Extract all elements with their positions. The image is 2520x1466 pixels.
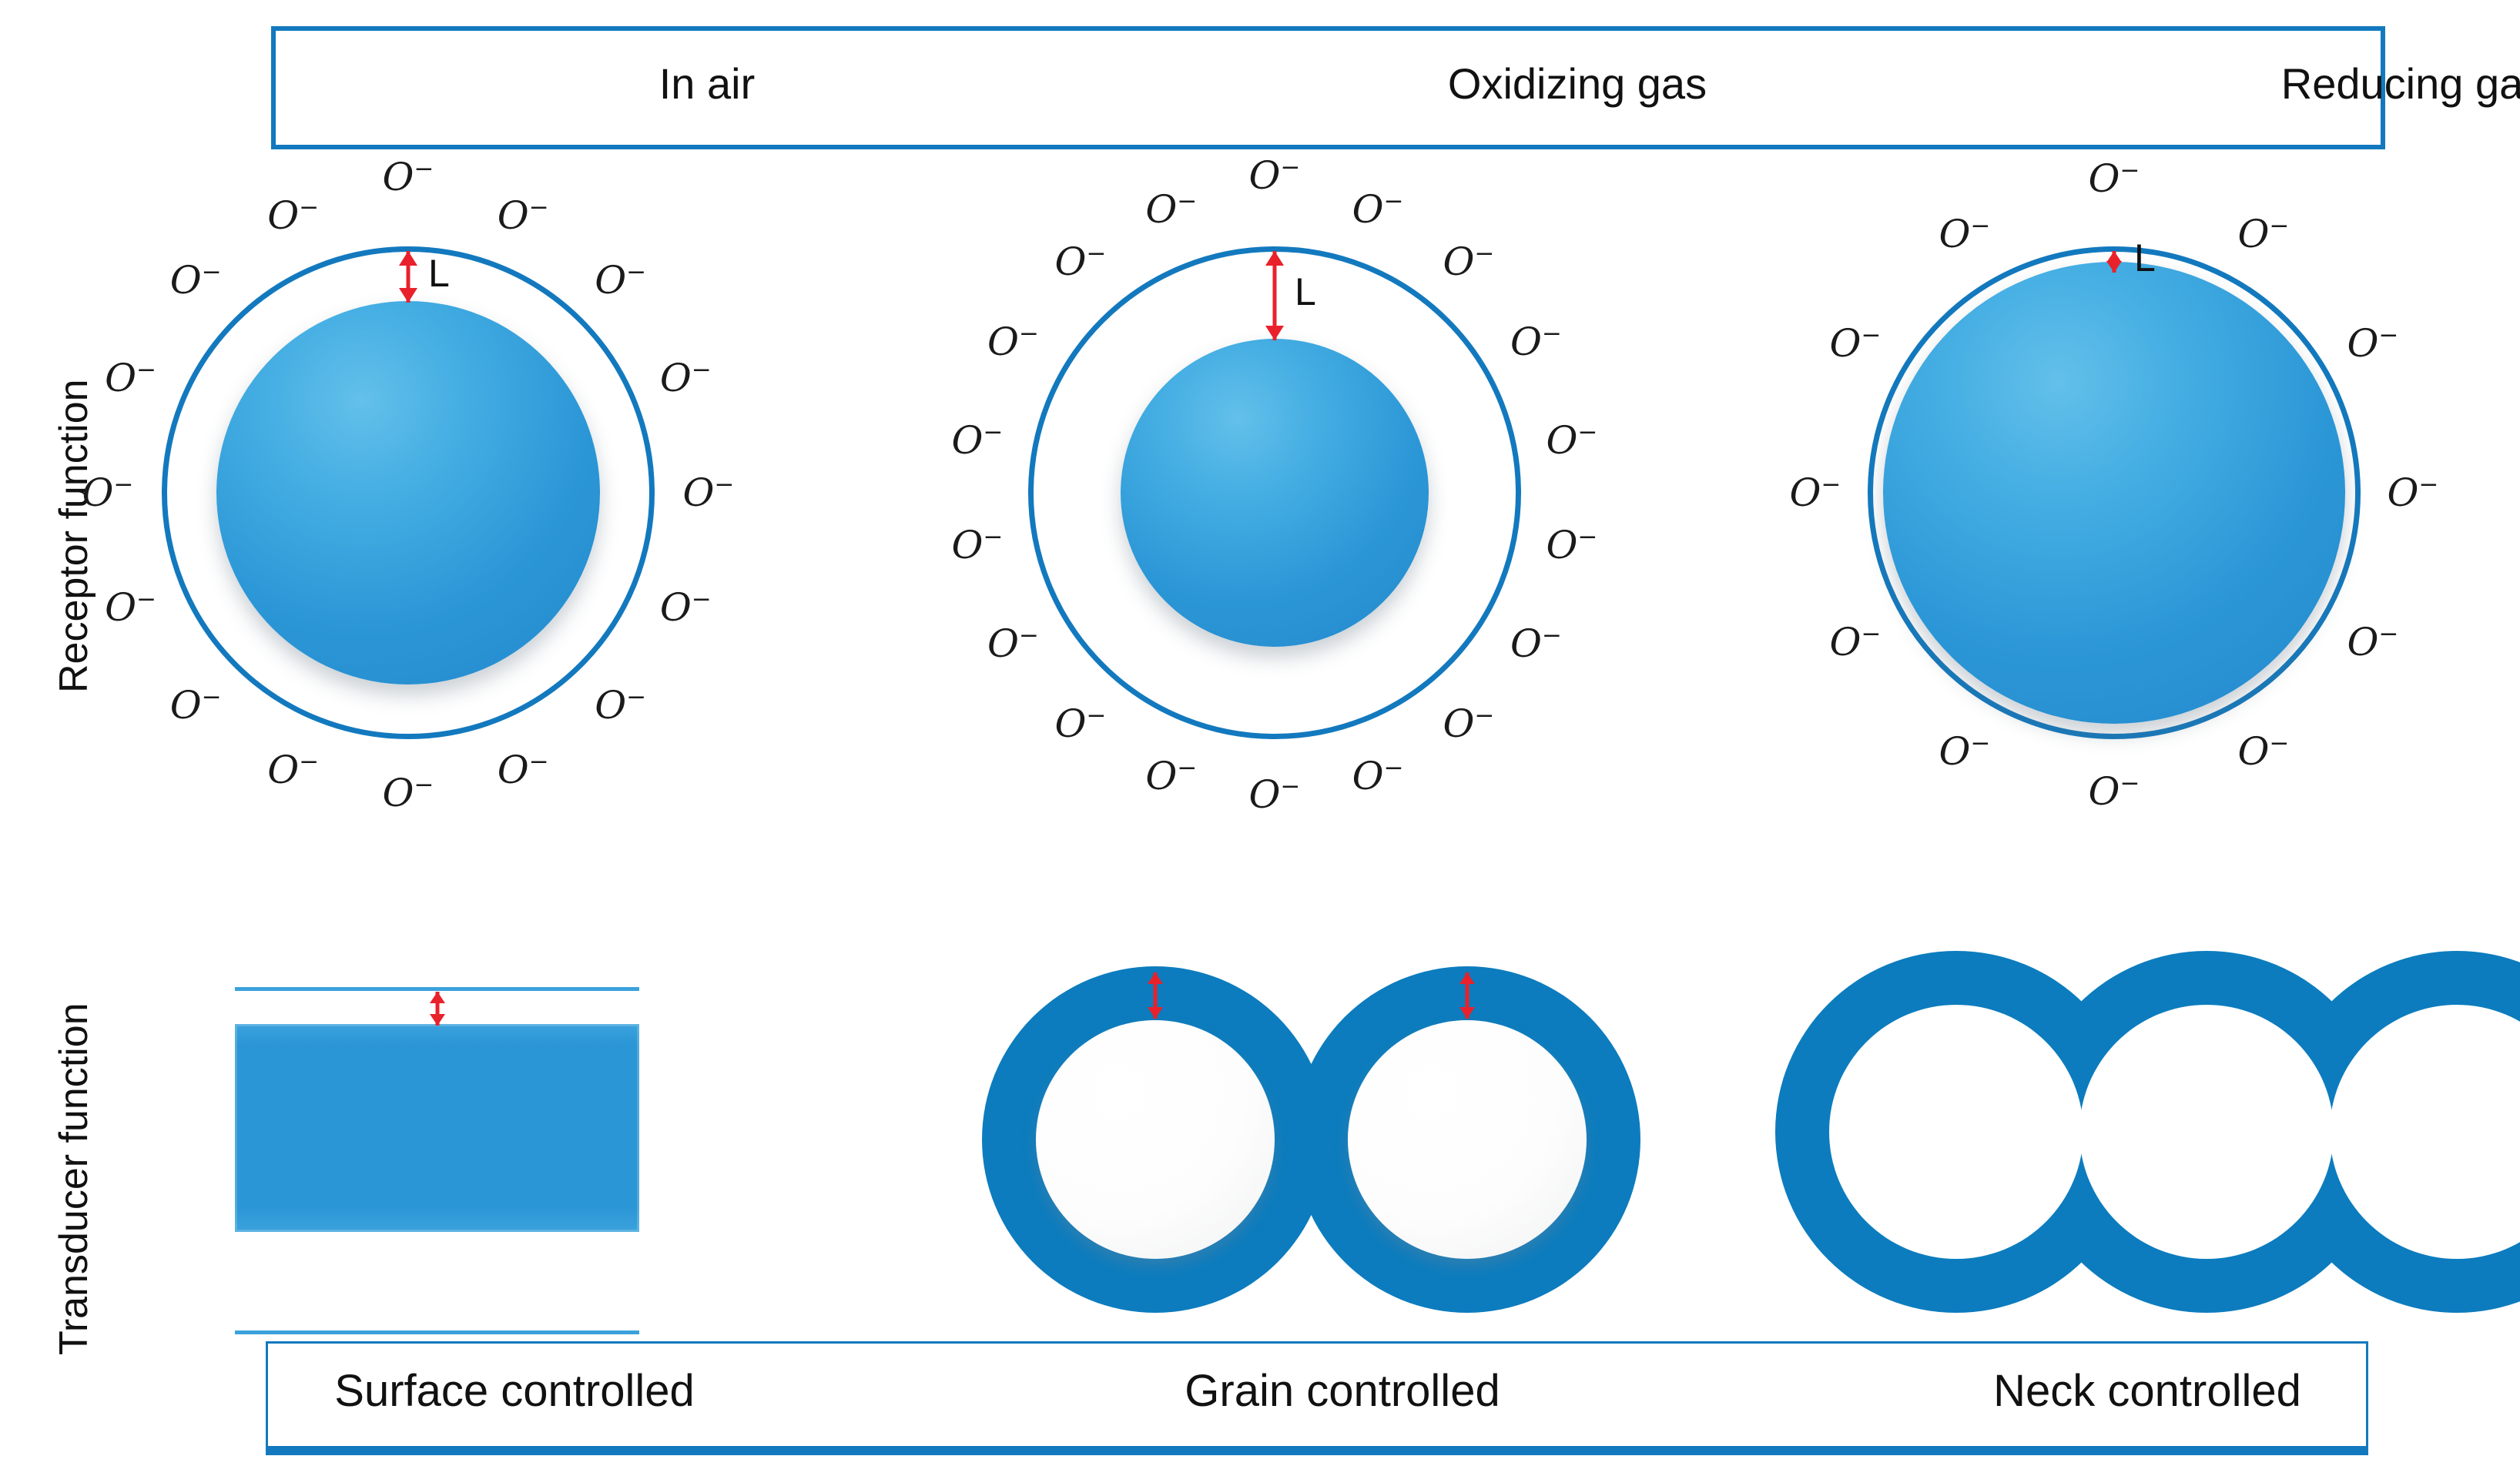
oxygen-ion-label: O−: [169, 682, 222, 728]
oxygen-ion-label: O−: [2237, 729, 2290, 775]
oxygen-ion-label: O−: [1939, 211, 1991, 256]
arrow-shaft: [1272, 251, 1277, 340]
depletion-layer-arrow: [2104, 251, 2124, 273]
oxygen-ion-label: O−: [267, 192, 320, 238]
oxygen-ion-label: O−: [1352, 754, 1404, 799]
arrow-shaft: [1153, 972, 1158, 1019]
oxygen-ion-label: O−: [1546, 417, 1598, 463]
row-label-receptor-function: Receptor function: [52, 379, 96, 693]
particle-outer-boundary-oxidizing-gas: [1028, 246, 1521, 739]
arrow-head-down-icon: [2106, 261, 2122, 273]
oxygen-ion-label: O−: [267, 748, 320, 793]
arrow-head-down-icon: [1148, 1007, 1163, 1019]
grain-core-grain-left: [1036, 1020, 1275, 1259]
oxygen-ion-label: O−: [1546, 523, 1598, 568]
header-label-oxidizing-gas: Oxidizing gas: [1447, 59, 1707, 108]
oxygen-ion-label: O−: [497, 192, 549, 238]
oxygen-ion-label: O−: [1789, 470, 1841, 515]
oxygen-ion-label: O−: [987, 320, 1040, 364]
particle-outer-boundary-in-air: [162, 246, 655, 739]
depletion-length-label-oxidizing-gas: L: [1295, 270, 1316, 313]
oxygen-ion-label: O−: [1829, 321, 1882, 366]
oxygen-ion-label: O−: [595, 682, 647, 728]
oxygen-ion-label: O−: [1352, 186, 1404, 232]
oxygen-ion-label: O−: [2387, 470, 2439, 515]
oxygen-ion-label: O−: [497, 748, 549, 793]
oxygen-ion-label: O−: [105, 355, 157, 400]
oxygen-ion-label: O−: [1248, 153, 1301, 198]
slab-top-surface-line: [235, 987, 639, 991]
arrow-shaft: [406, 251, 411, 303]
particle-core-oxidizing-gas: [1121, 339, 1429, 647]
oxygen-ion-label: O−: [169, 258, 222, 303]
footer-label-box: Surface controlled Grain controlled Neck…: [266, 1341, 2368, 1455]
oxygen-ion-label: O−: [2347, 321, 2399, 366]
oxygen-ion-label: O−: [659, 355, 712, 400]
footer-label-neck-controlled: Neck controlled: [1993, 1366, 2301, 1416]
particle-core-reducing-gas: [1883, 262, 2345, 724]
oxygen-ion-label: O−: [659, 585, 712, 631]
depletion-layer-arrow: [1265, 251, 1285, 340]
footer-label-surface-controlled: Surface controlled: [334, 1366, 695, 1416]
oxygen-ion-label: O−: [1145, 186, 1198, 232]
oxygen-ion-label: O−: [1829, 620, 1882, 664]
header-label-in-air: In air: [658, 59, 756, 108]
depletion-layer-arrow: [427, 992, 447, 1026]
oxygen-ion-label: O−: [987, 621, 1040, 666]
header-label-box: In air Oxidizing gas Reducing gas: [271, 26, 2520, 149]
particle-reducing-gas: [1868, 246, 2361, 739]
oxygen-ion-label: O−: [1443, 701, 1495, 747]
arrow-head-down-icon: [429, 1014, 445, 1026]
oxygen-ion-label: O−: [82, 470, 134, 515]
depletion-layer-arrow: [1145, 972, 1165, 1019]
grain-core-grain-right: [1348, 1020, 1587, 1259]
arrow-head-up-icon: [2106, 251, 2122, 263]
arrow-head-up-icon: [399, 251, 417, 266]
depletion-length-label-in-air: L: [428, 251, 450, 295]
oxygen-ion-label: O−: [1054, 701, 1107, 747]
arrow-head-down-icon: [1265, 326, 1284, 340]
row-label-transducer-function: Transducer function: [52, 1002, 96, 1355]
oxygen-ion-label: O−: [2237, 211, 2290, 256]
oxygen-ion-label: O−: [951, 417, 1004, 463]
oxygen-ion-label: O−: [2088, 769, 2140, 814]
arrow-head-up-icon: [429, 992, 445, 1003]
arrow-head-down-icon: [1459, 1007, 1475, 1019]
particle-in-air: [162, 246, 655, 739]
oxygen-ion-label: O−: [105, 585, 157, 631]
oxygen-ion-label: O−: [1939, 729, 1991, 775]
oxygen-ion-label: O−: [2088, 156, 2140, 201]
depletion-layer-arrow: [1457, 972, 1477, 1019]
particle-outer-boundary-reducing-gas: [1868, 246, 2361, 739]
slab-bottom-surface-line: [235, 1330, 639, 1334]
neck-core-neck-right: [2330, 1005, 2520, 1259]
oxygen-ion-label: O−: [1510, 320, 1562, 364]
oxygen-ion-label: O−: [1443, 239, 1495, 284]
particle-core-in-air: [216, 301, 600, 684]
arrow-head-up-icon: [1148, 972, 1163, 984]
header-label-reducing-gas: Reducing gas: [2280, 59, 2520, 108]
oxygen-ion-label: O−: [2347, 620, 2399, 664]
depletion-layer-arrow: [398, 251, 418, 303]
arrow-shaft: [1465, 972, 1469, 1019]
arrow-head-down-icon: [399, 288, 417, 303]
arrow-head-up-icon: [1459, 972, 1475, 984]
oxygen-ion-label: O−: [951, 523, 1004, 568]
neck-core-neck-left: [1829, 1005, 2083, 1259]
oxygen-ion-label: O−: [1145, 754, 1198, 799]
particle-oxidizing-gas: [1028, 246, 1521, 739]
oxygen-ion-label: O−: [382, 155, 434, 199]
arrow-head-up-icon: [1265, 251, 1284, 266]
surface-controlled-slab: [235, 1024, 639, 1232]
oxygen-ion-label: O−: [682, 470, 735, 515]
oxygen-ion-label: O−: [1510, 621, 1562, 666]
depletion-length-label-reducing-gas: L: [2134, 236, 2156, 279]
arrow-shaft: [435, 992, 439, 1026]
oxygen-ion-label: O−: [595, 258, 647, 303]
oxygen-ion-label: O−: [382, 771, 434, 815]
oxygen-ion-label: O−: [1248, 772, 1301, 817]
oxygen-ion-label: O−: [1054, 239, 1107, 284]
footer-label-grain-controlled: Grain controlled: [1185, 1366, 1500, 1416]
neck-core-neck-middle: [2079, 1005, 2334, 1259]
